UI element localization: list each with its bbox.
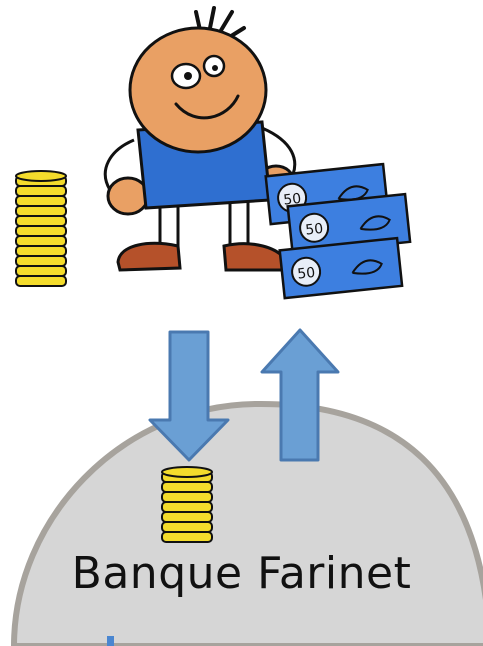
coin (16, 256, 66, 266)
coin (16, 266, 66, 276)
coin (16, 196, 66, 206)
coin (16, 226, 66, 236)
coin (16, 276, 66, 286)
banknote-denomination: 50 (305, 221, 324, 239)
bottom-arrow-stub (107, 636, 114, 646)
coin (162, 522, 212, 532)
coin (16, 246, 66, 256)
bank-coin-stack-icon (162, 467, 212, 542)
coin (162, 532, 212, 542)
coin (16, 236, 66, 246)
left-coin-stack-icon (16, 171, 66, 286)
coin (162, 482, 212, 492)
coin-top (16, 171, 66, 181)
banknote-denomination: 50 (297, 265, 316, 283)
coin (16, 206, 66, 216)
coin (16, 216, 66, 226)
coin (162, 492, 212, 502)
coin (162, 512, 212, 522)
coin (162, 502, 212, 512)
character-figure-icon (105, 8, 294, 270)
coin (16, 186, 66, 196)
bank-dome (14, 404, 483, 646)
coin-top (162, 467, 212, 477)
bank-name-label: Banque Farinet (0, 548, 483, 599)
